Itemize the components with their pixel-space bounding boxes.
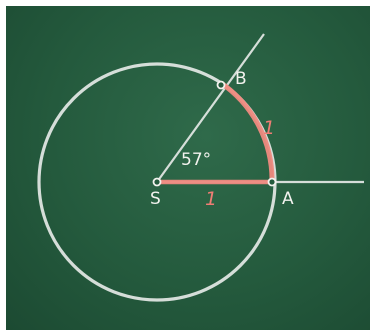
ray-sb — [156, 33, 265, 183]
point-b — [216, 80, 226, 90]
point-s — [152, 177, 162, 187]
arc-length-label: 1 — [263, 117, 275, 139]
arc-ab-highlight — [219, 80, 275, 183]
angle-label: 57° — [181, 150, 211, 170]
radius-length-label: 1 — [205, 188, 217, 210]
point-a — [267, 177, 277, 187]
chalkboard: S A B 57° 1 1 — [6, 6, 370, 330]
label-s: S — [150, 189, 161, 209]
circle-diagram: S A B 57° 1 1 — [37, 33, 364, 302]
label-a: A — [282, 189, 294, 209]
label-b: B — [235, 69, 247, 89]
